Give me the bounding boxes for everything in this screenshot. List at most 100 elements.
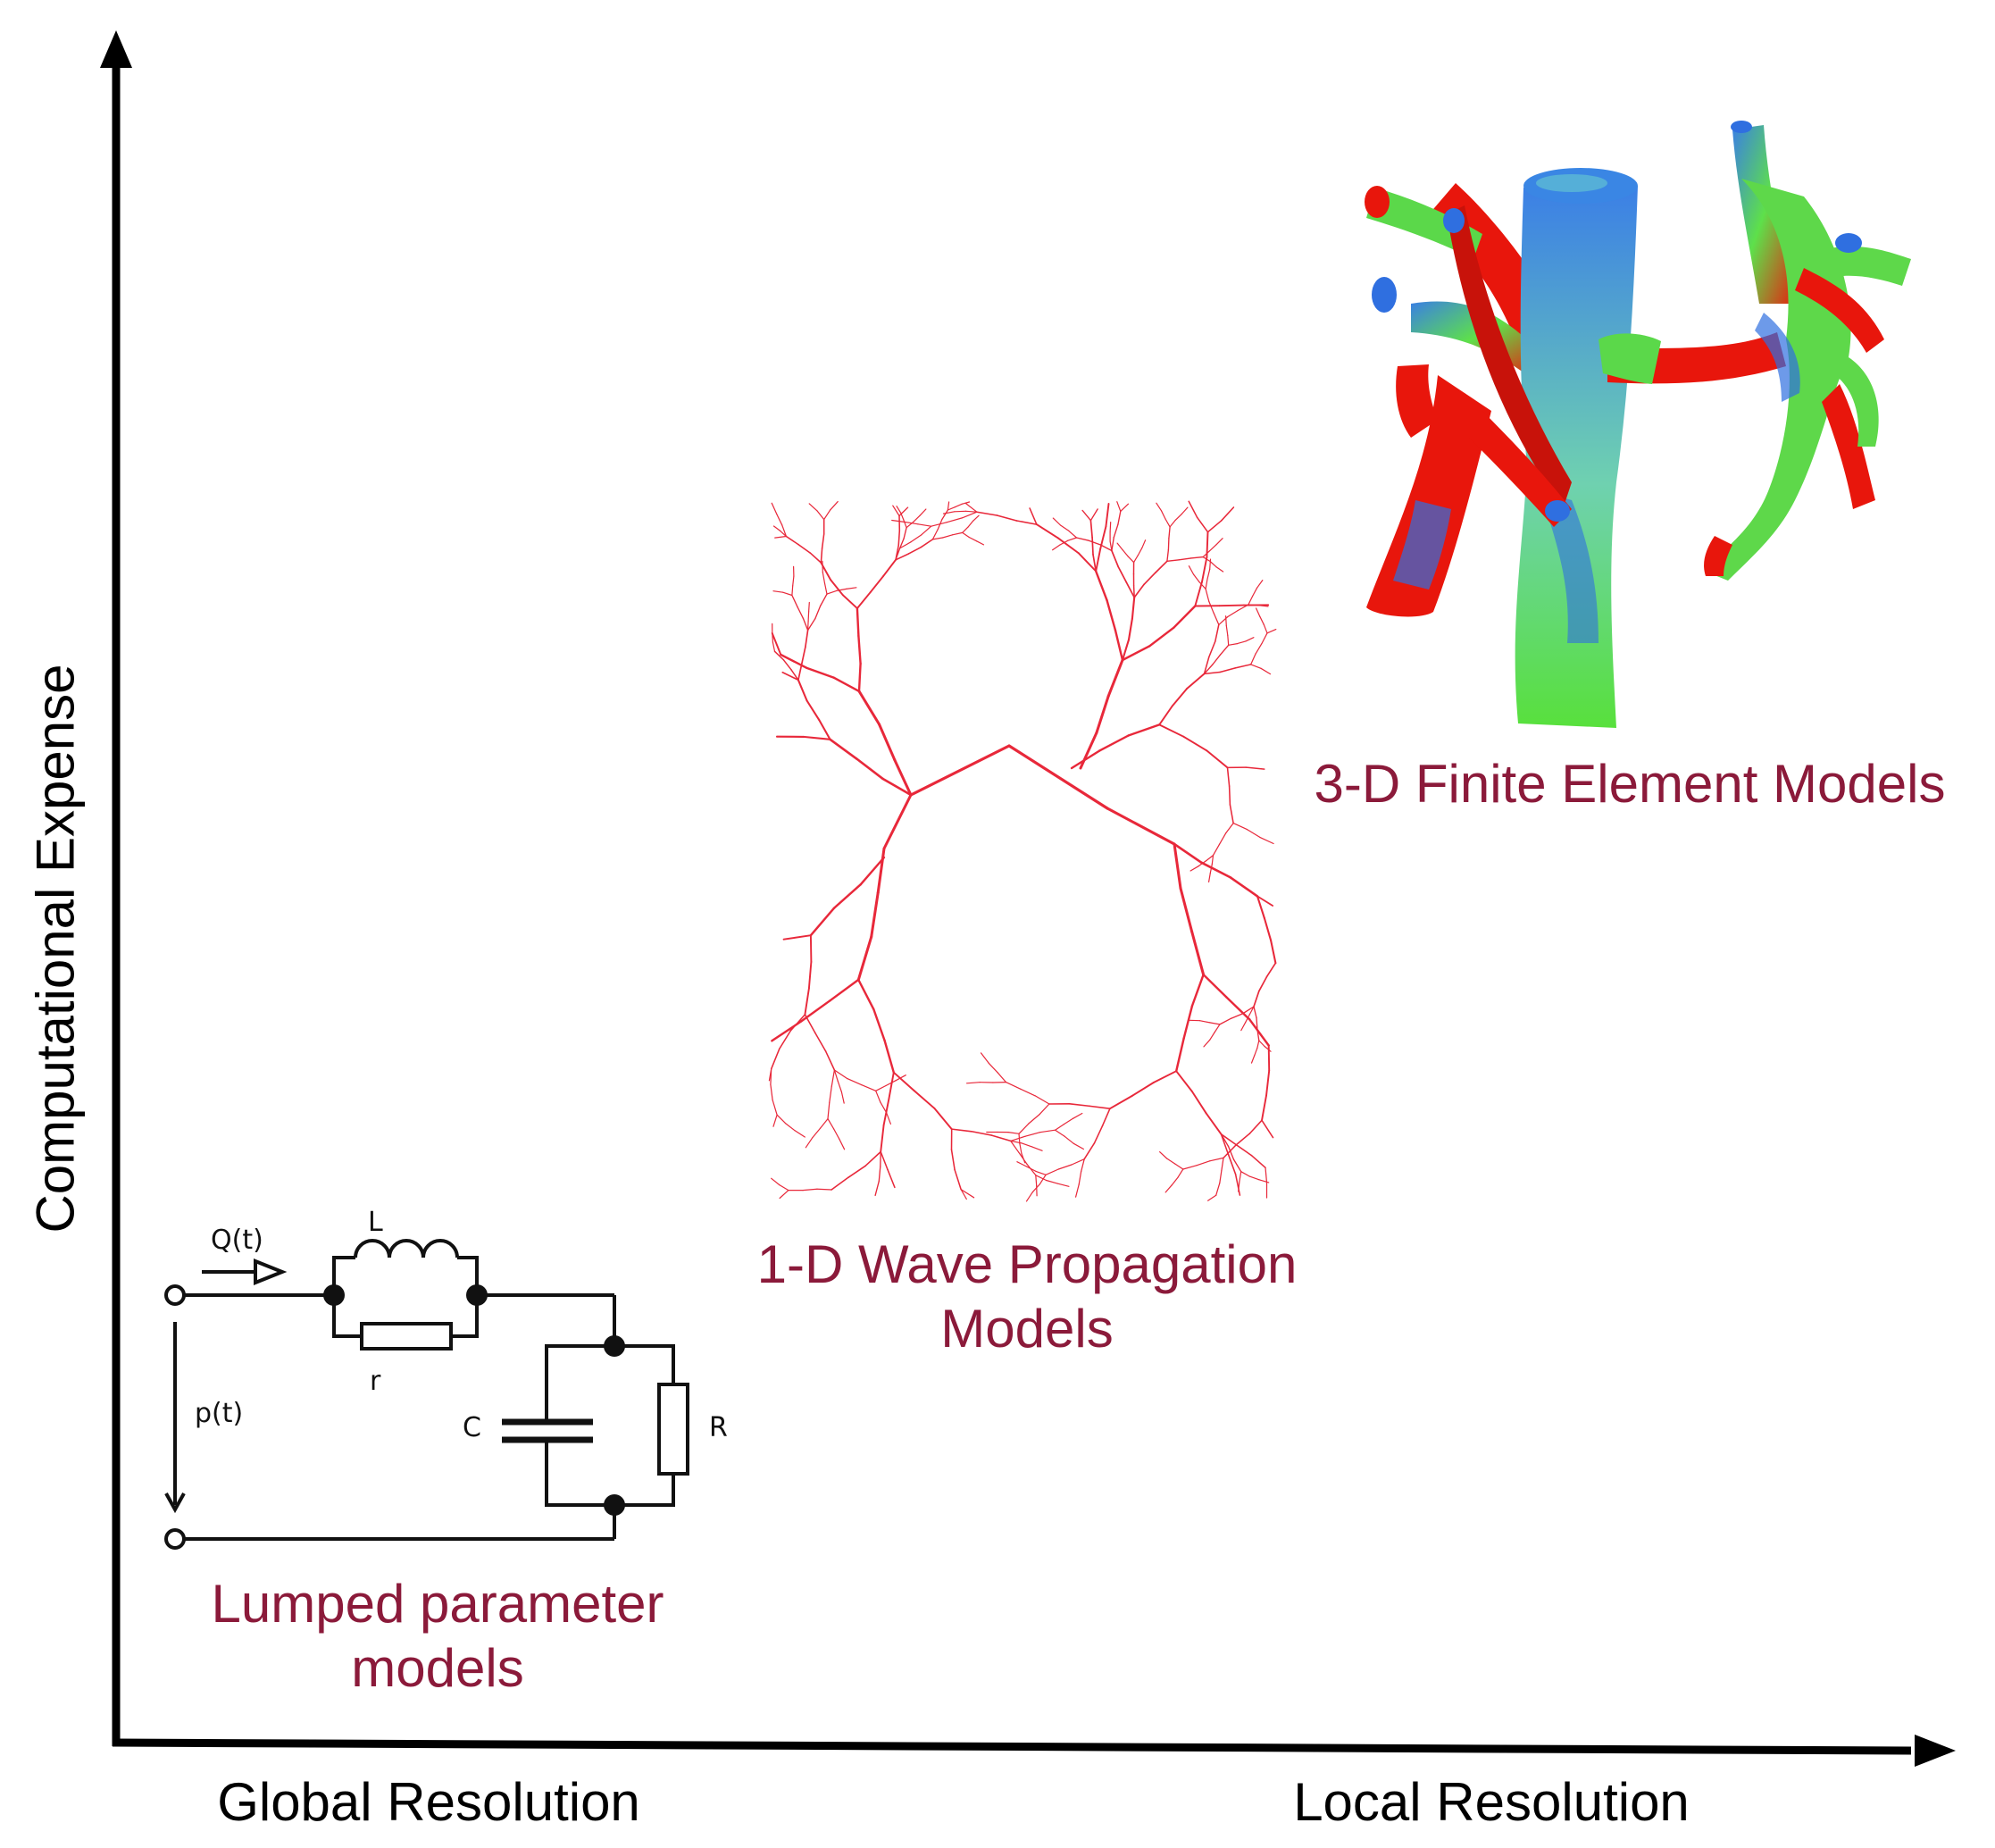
tree-vessel-segment	[815, 606, 821, 619]
tree-vessel-segment	[1020, 1143, 1022, 1153]
tree-vessel-segment	[962, 512, 977, 518]
tree-vessel-segment	[914, 515, 920, 522]
tree-vessel-segment	[898, 531, 899, 546]
tree-vessel-segment	[1220, 1171, 1222, 1183]
tree-vessel-segment	[1159, 724, 1183, 736]
tree-vessel-segment	[976, 541, 983, 545]
tree-vessel-segment	[809, 504, 817, 511]
tree-vessel-segment	[1261, 668, 1271, 673]
tree-vessel-segment	[1076, 1184, 1080, 1197]
tree-vessel-segment	[772, 503, 777, 514]
tree-vessel-segment	[1230, 805, 1233, 824]
tree-vessel-segment	[955, 1170, 961, 1190]
tree-vessel-segment	[831, 740, 857, 759]
tree-vessel-segment	[865, 1152, 881, 1166]
tree-vessel-segment	[1267, 630, 1276, 633]
tree-vessel-segment	[1210, 545, 1216, 551]
tree-vessel-segment	[872, 893, 879, 938]
tree-vessel-segment	[1061, 525, 1069, 531]
tree-vessel-segment	[1129, 724, 1160, 735]
tree-vessel-segment	[1081, 733, 1097, 769]
tree-vessel-segment	[1172, 1177, 1178, 1185]
tree-vessel-segment	[1259, 1180, 1269, 1183]
tree-vessel-segment	[1175, 1164, 1183, 1169]
tree-vessel-segment	[1194, 574, 1199, 582]
tree-vessel-segment	[1134, 586, 1135, 598]
tree-vessel-segment	[815, 1033, 826, 1050]
tree-vessel-segment	[1117, 543, 1123, 549]
tree-vessel-segment	[775, 537, 787, 539]
tree-vessel-segment	[773, 1115, 777, 1126]
tree-vessel-segment	[822, 573, 824, 583]
tree-vessel-segment	[921, 539, 932, 548]
tree-vessel-segment	[1072, 751, 1099, 768]
fem-model-label: 3-D Finite Element Models	[1286, 752, 1974, 816]
resistor-R-label: R	[709, 1412, 728, 1443]
tree-vessel-segment	[1241, 1172, 1250, 1176]
tree-vessel-segment	[888, 1170, 895, 1188]
tree-vessel-segment	[821, 1119, 829, 1129]
tree-vessel-segment	[1216, 1183, 1220, 1196]
tree-vessel-segment	[947, 502, 948, 510]
tree-vessel-segment	[1121, 504, 1129, 511]
tree-vessel-segment	[1262, 1096, 1266, 1121]
tree-vessel-segment	[1006, 1083, 1021, 1090]
tree-vessel-segment	[1132, 1083, 1154, 1096]
tree-vessel-segment	[803, 618, 807, 630]
tree-vessel-segment	[1053, 545, 1060, 550]
tree-vessel-segment	[792, 586, 793, 596]
tree-vessel-segment	[1057, 1183, 1069, 1186]
tree-vessel-segment	[1238, 641, 1246, 644]
tree-vessel-segment	[1231, 1014, 1243, 1019]
tree-vessel-segment	[838, 1081, 841, 1091]
tree-vessel-segment	[968, 521, 973, 527]
fem-label-line1: 3-D Finite Element Models	[1286, 752, 1974, 816]
tree-vessel-segment	[813, 1128, 821, 1137]
tree-vessel-segment	[1208, 521, 1222, 532]
tree-vessel-segment	[1064, 1118, 1073, 1124]
tree-vessel-segment	[824, 510, 831, 520]
tree-vessel-segment	[1255, 1049, 1257, 1056]
tree-vessel-segment	[1228, 767, 1230, 786]
tree-vessel-segment	[1046, 1169, 1058, 1175]
tree-vessel-segment	[1176, 1039, 1183, 1072]
tree-vessel-segment	[1099, 736, 1129, 751]
tree-vessel-segment	[1081, 1159, 1085, 1172]
tree-vessel-segment	[808, 612, 809, 621]
tree-vessel-segment	[1138, 548, 1142, 555]
tree-vessel-segment	[1072, 1159, 1084, 1165]
tree-vessel-segment	[1174, 844, 1181, 889]
tree-vessel-segment	[1187, 673, 1204, 689]
tree-vessel-segment	[1230, 786, 1231, 805]
tree-vessel-segment	[1246, 767, 1265, 769]
tree-vessel-segment	[1103, 1108, 1110, 1125]
tree-vessel-segment	[1257, 1041, 1259, 1049]
tree-vessel-segment	[857, 592, 871, 608]
tree-vessel-segment	[1192, 932, 1204, 974]
tree-vessel-segment	[821, 548, 822, 563]
tree-vessel-segment	[830, 1086, 832, 1102]
tree-vessel-segment	[881, 1102, 887, 1113]
tree-vessel-segment	[1112, 551, 1118, 567]
pressure-label: p(t)	[195, 1398, 243, 1429]
tree-vessel-segment	[809, 603, 810, 612]
tree-vessel-segment	[1259, 1041, 1265, 1047]
tree-vessel-segment	[1183, 1166, 1197, 1169]
tree-vessel-segment	[1112, 538, 1114, 551]
tree-vessel-segment	[1092, 538, 1093, 555]
tree-vessel-segment	[1032, 1147, 1043, 1150]
tree-vessel-segment	[1226, 824, 1234, 833]
tree-vessel-segment	[1077, 538, 1089, 540]
tree-vessel-segment	[1108, 660, 1123, 696]
tree-vessel-segment	[1249, 1176, 1259, 1180]
tree-vessel-segment	[1027, 1164, 1036, 1175]
tree-vessel-segment	[1181, 507, 1188, 514]
tree-vessel-segment	[1167, 550, 1169, 562]
tree-vessel-segment	[786, 537, 798, 545]
tree-vessel-segment	[932, 530, 938, 539]
tree-vessel-segment	[944, 512, 955, 514]
tree-vessel-segment	[1264, 624, 1267, 633]
tree-vessel-segment	[887, 1113, 891, 1125]
tree-vessel-segment	[1236, 1133, 1249, 1145]
fem-vessel-model	[1365, 121, 1911, 728]
